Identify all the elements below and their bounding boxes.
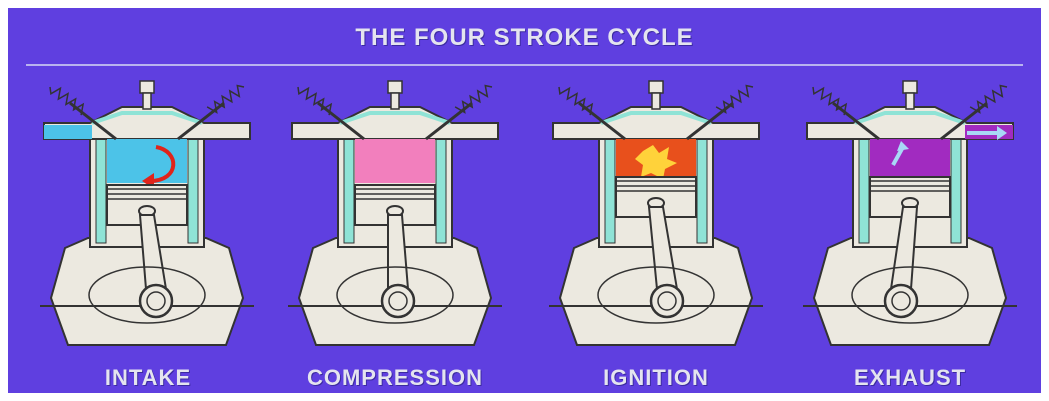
exhaust-valve-spring (455, 86, 492, 113)
crank-journal (140, 285, 172, 317)
spark-plug-body (906, 93, 914, 109)
crank-journal (885, 285, 917, 317)
label-ignition: IGNITION (531, 365, 781, 391)
exhaust-valve-spring (970, 86, 1007, 113)
engine-drawing (549, 81, 763, 345)
label-intake: INTAKE (23, 365, 273, 391)
coolant-passage-left (859, 139, 869, 243)
exhaust-valve-spring (716, 86, 753, 113)
spark-plug-cap (903, 81, 917, 93)
engine-drawing (40, 81, 254, 345)
exhaust-valve-spring (207, 86, 244, 113)
coolant-passage-right (436, 139, 446, 243)
spark-plug-body (391, 93, 399, 109)
engine-ignition (539, 73, 773, 353)
engine-drawing (288, 81, 502, 345)
spark-plug-cap (649, 81, 663, 93)
spark-plug-body (143, 93, 151, 109)
spark-plug-body (652, 93, 660, 109)
spark-plug-cap (388, 81, 402, 93)
title-divider (26, 64, 1023, 66)
engine-diagram (278, 73, 512, 353)
coolant-passage-right (188, 139, 198, 243)
engine-intake (30, 73, 264, 353)
diagram-title: THE FOUR STROKE CYCLE (8, 24, 1041, 52)
coolant-passage-right (951, 139, 961, 243)
coolant-passage-left (605, 139, 615, 243)
engine-drawing (803, 81, 1017, 345)
engine-compression (278, 73, 512, 353)
engine-diagram (793, 73, 1027, 353)
label-exhaust: EXHAUST (785, 365, 1035, 391)
coolant-passage-right (697, 139, 707, 243)
crank-journal (382, 285, 414, 317)
coolant-passage-left (344, 139, 354, 243)
engine-exhaust (793, 73, 1027, 353)
diagram-panel: THE FOUR STROKE CYCLE INTAKE COMPRESSION… (8, 8, 1041, 393)
coolant-passage-left (96, 139, 106, 243)
combustion-chamber (355, 139, 435, 183)
crank-journal (651, 285, 683, 317)
label-compression: COMPRESSION (270, 365, 520, 391)
engine-diagram (30, 73, 264, 353)
intake-port (44, 125, 92, 139)
engine-diagram (539, 73, 773, 353)
spark-plug-cap (140, 81, 154, 93)
